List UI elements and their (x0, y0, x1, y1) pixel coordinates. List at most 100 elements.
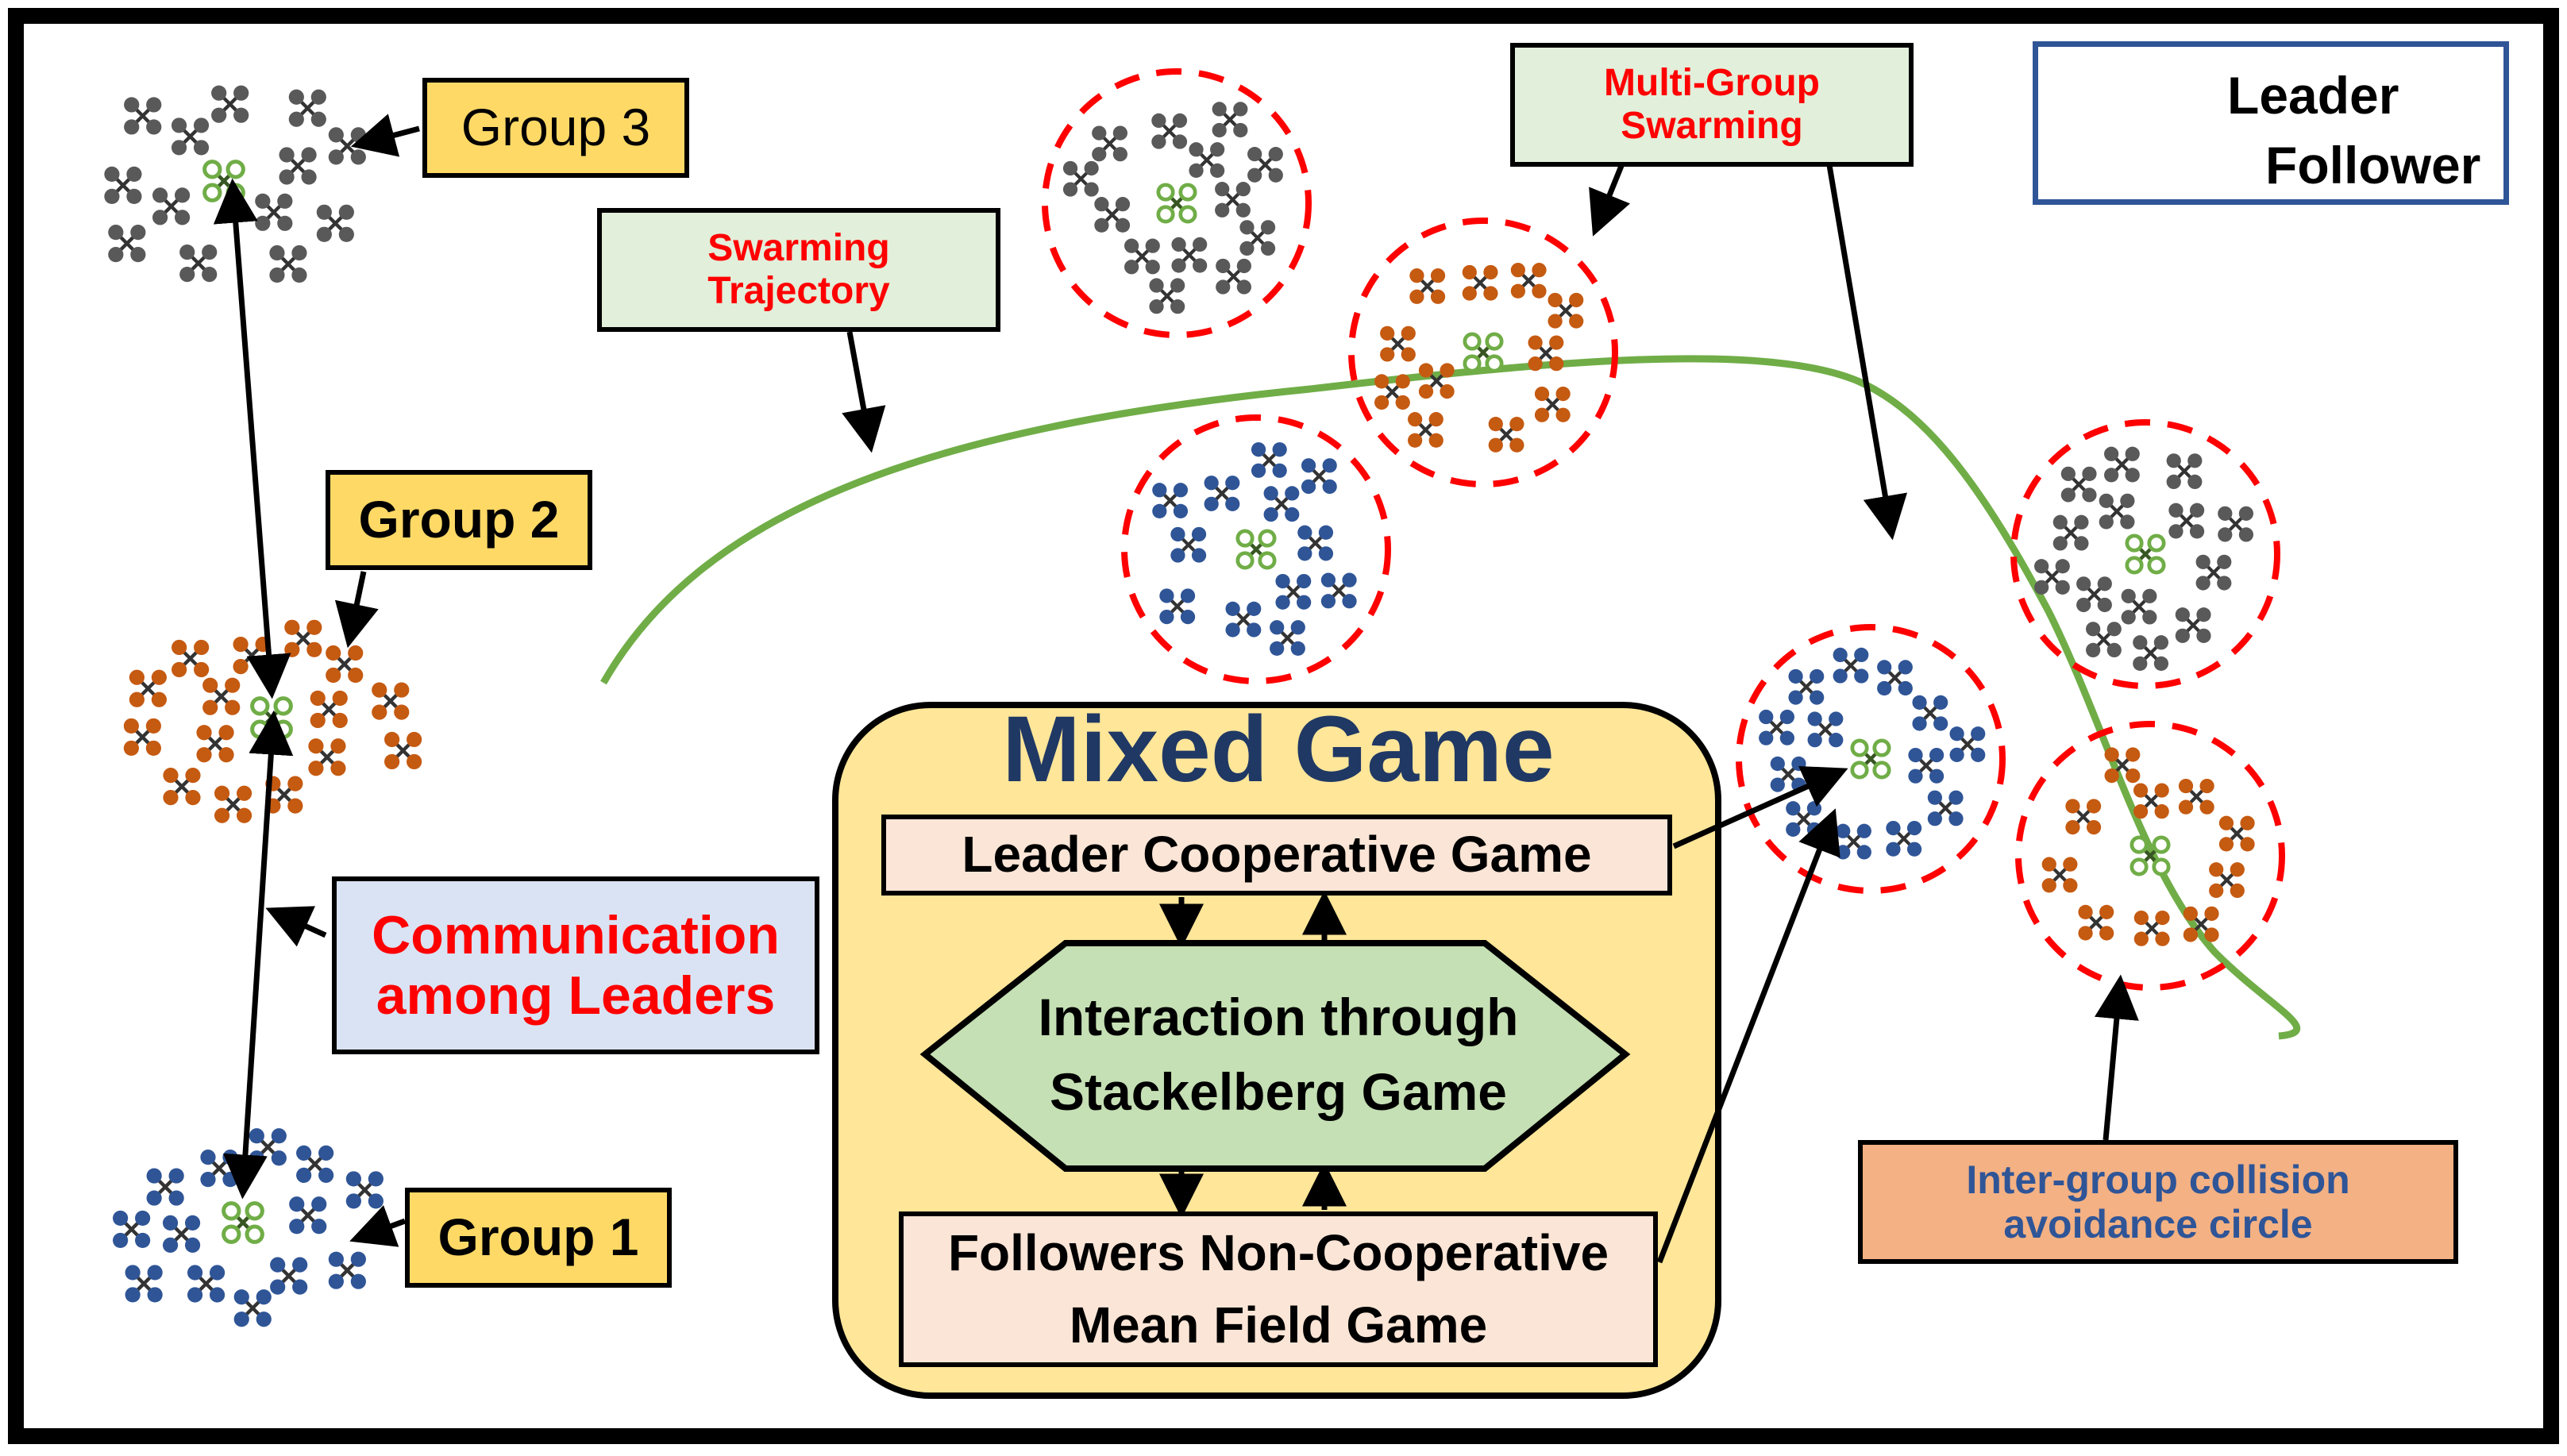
swarming-trajectory-arrow (842, 331, 886, 453)
communication-line2: among Leaders (376, 965, 776, 1026)
group3-follower-drone (124, 97, 162, 135)
group1-follower-drone (289, 1196, 327, 1235)
legend-follower-text: Follower (2265, 136, 2481, 195)
circle-blue-right-follower-drone (1912, 695, 1948, 731)
followers-game-line2: Mean Field Game (1069, 1296, 1488, 1354)
group2-label: Group 2 (326, 470, 592, 570)
circle-orange-right-follower-drone (2078, 904, 2114, 941)
communication-line1: Communication (372, 904, 780, 965)
circle-gray-top-follower-drone (1216, 258, 1251, 295)
collision-circle (1736, 624, 2006, 894)
circle-orange-top-follower-drone (1408, 412, 1443, 448)
circle-gray-right-follower-drone (2166, 453, 2203, 490)
multi-group-arrow-left (1589, 160, 1631, 237)
group3-label: Group 3 (422, 78, 689, 178)
circle-gray-top-follower-drone (1171, 237, 1208, 273)
followers-mean-field-game-box: Followers Non-Cooperative Mean Field Gam… (899, 1211, 1658, 1367)
circle-gray-top-follower-drone (1239, 220, 1276, 256)
collision-circle-line2: avoidance circle (2003, 1202, 2313, 1246)
group1-arrow (349, 1205, 407, 1247)
collision-circle (1121, 414, 1391, 684)
circle-orange-top-follower-drone (1418, 363, 1455, 399)
group3-follower-drone (104, 166, 142, 205)
circle-blue-right-follower-drone (1833, 647, 1869, 684)
group2-follower-drone (310, 690, 348, 729)
circle-blue-left-follower-drone (1152, 483, 1189, 519)
group2-follower-drone (123, 718, 161, 757)
swarming-trajectory-curve (600, 355, 2301, 1040)
comm-arrow-2-1 (222, 710, 294, 1200)
circle-blue-left-follower-drone (1270, 620, 1305, 656)
circle-orange-right-follower-drone (2183, 906, 2219, 942)
circle-gray-top-follower-drone (1215, 182, 1251, 218)
group3-follower-drone (152, 187, 191, 225)
group3-follower-drone (171, 117, 210, 156)
comm-arrow-3-2 (213, 178, 291, 699)
circle-blue-left-follower-drone (1301, 458, 1337, 495)
group3-follower-drone (108, 225, 146, 263)
circle-blue-left-follower-drone (1320, 572, 1357, 609)
leader-game-arrow (1672, 766, 1848, 849)
circle-gray-right-follower-drone (2052, 514, 2089, 551)
collision-circle (1348, 218, 1618, 487)
circle-blue-left-follower-drone (1159, 588, 1196, 625)
group2-label-text: Group 2 (358, 490, 560, 549)
interaction-text: Interaction through Stackelberg Game (1000, 980, 1556, 1129)
swarming-trajectory-line2: Trajectory (707, 270, 890, 312)
group3-follower-drone (288, 89, 326, 127)
circle-blue-left-follower-drone (1275, 573, 1312, 610)
circle-orange-top-follower-drone (1462, 264, 1498, 301)
circle-gray-right-follower-drone (2121, 588, 2157, 625)
circle-blue-left-follower-drone (1170, 526, 1207, 563)
circle-gray-top-follower-drone (1212, 102, 1248, 138)
circle-orange-top-follower-drone (1548, 292, 1584, 329)
circle-blue-left-follower-drone (1251, 442, 1287, 478)
legend-box: Leader Follower (2033, 41, 2509, 205)
circle-orange-right-follower-drone (2218, 815, 2255, 852)
group2-arrow (334, 571, 379, 649)
circle-orange-right-follower-drone (2104, 747, 2141, 784)
circle-gray-top-follower-drone (1151, 113, 1188, 149)
circle-gray-right-follower-drone (2195, 554, 2232, 591)
collision-circle-arrow (2094, 974, 2139, 1141)
circle-gray-top-leader-drone (1156, 183, 1197, 224)
group2-follower-drone (308, 738, 346, 776)
group3-follower-drone (316, 204, 354, 242)
group3-follower-drone (179, 244, 218, 283)
circle-orange-top-leader-drone (1463, 332, 1504, 373)
circle-blue-left-follower-drone (1225, 601, 1262, 637)
circle-gray-right-follower-drone (2104, 446, 2140, 483)
circle-orange-right-follower-drone (2041, 857, 2078, 893)
group1-follower-drone (233, 1289, 272, 1327)
followers-game-arrow (1656, 808, 1840, 1264)
circle-gray-top-follower-drone (1149, 278, 1185, 314)
circle-gray-right-follower-drone (2168, 503, 2205, 539)
group1-label: Group 1 (405, 1188, 672, 1288)
circle-gray-right-leader-drone (2125, 533, 2166, 575)
group1-follower-drone (328, 1251, 366, 1289)
circle-orange-right-follower-drone (2133, 910, 2170, 946)
group1-follower-drone (113, 1210, 151, 1249)
circle-blue-right-follower-drone (1759, 709, 1794, 745)
multi-group-swarming-line2: Swarming (1621, 105, 1803, 147)
circle-orange-top-follower-drone (1510, 263, 1547, 299)
circle-gray-right-follower-drone (2218, 506, 2254, 542)
circle-gray-right-follower-drone (2034, 559, 2070, 595)
group3-label-text: Group 3 (461, 98, 651, 157)
circle-gray-right-follower-drone (2099, 493, 2135, 530)
group2-follower-drone (163, 768, 201, 806)
legend-leader-text: Leader (2227, 66, 2399, 125)
multi-group-swarming-label: Multi-Group Swarming (1510, 43, 1914, 167)
circle-gray-right-follower-drone (2060, 466, 2097, 503)
circle-blue-right-follower-drone (1927, 790, 1964, 826)
swarming-trajectory-line1: Swarming (707, 227, 890, 270)
circle-gray-top-follower-drone (1094, 197, 1131, 233)
circle-orange-top-follower-drone (1488, 417, 1524, 453)
collision-circle (2010, 419, 2280, 689)
circle-gray-top-follower-drone (1092, 125, 1127, 162)
multi-group-arrow-right (1826, 164, 1908, 541)
circle-gray-right-follower-drone (2175, 607, 2211, 643)
group2-follower-drone (372, 682, 410, 720)
circle-gray-top-follower-drone (1247, 147, 1283, 183)
circle-blue-right-follower-drone (1877, 660, 1913, 696)
